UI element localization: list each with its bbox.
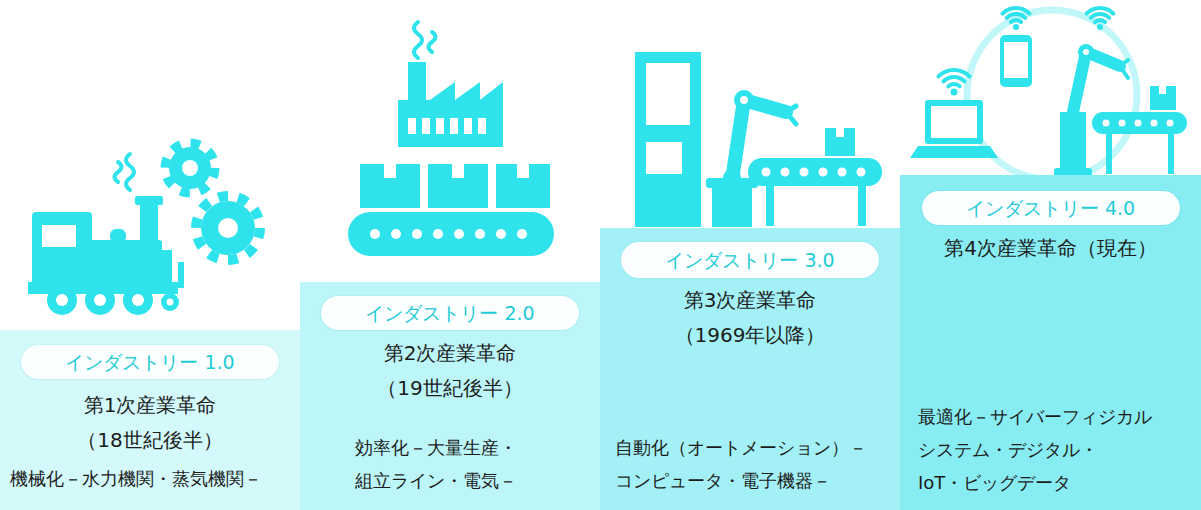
text-line: 第4次産業革命（現在） [900, 231, 1201, 266]
era-panel: 第4次産業革命（現在） 最適化－サイバーフィジカル システム・デジタル・ IoT・… [900, 175, 1201, 510]
era-panel: 第1次産業革命 （18世紀後半） 機械化－水力機関・蒸気機関－ インダストリー 1.… [0, 330, 300, 510]
text-line: （1969年以降） [600, 318, 900, 353]
era-panel: 第3次産業革命 （1969年以降） 自動化（オートメーション）－ コンピュータ・電… [600, 228, 900, 510]
text-line: 第2次産業革命 [300, 336, 600, 371]
gear-icons [165, 143, 260, 260]
text-line: 第1次産業革命 [0, 388, 300, 423]
text-line: 自動化（オートメーション）－ [615, 431, 867, 464]
era-heading: 第1次産業革命 （18世紀後半） [0, 388, 300, 458]
iot-icon [910, 8, 1187, 180]
text-line: システム・デジタル・ [918, 433, 1152, 466]
text-line: コンピュータ・電子機器－ [615, 464, 867, 497]
text-line: （18世紀後半） [0, 423, 300, 458]
text-line: 機械化－水力機関・蒸気機関－ [10, 462, 262, 495]
text-line: 第3次産業革命 [600, 283, 900, 318]
steam-train-icon [28, 154, 184, 315]
text-line: 組立ライン・電気－ [355, 464, 517, 497]
text-line: 効率化－大量生産・ [355, 431, 517, 464]
industry-label: インダストリー 4.0 [966, 196, 1135, 220]
industry-label-pill: インダストリー 4.0 [922, 191, 1180, 225]
industry-label-pill: インダストリー 1.0 [21, 345, 279, 379]
industry-label: インダストリー 1.0 [65, 350, 234, 374]
era-description: 最適化－サイバーフィジカル システム・デジタル・ IoT・ビッグデータ [918, 400, 1152, 499]
industry-label: インダストリー 3.0 [665, 248, 834, 272]
robot-arm-icon [635, 52, 882, 227]
era-description: 機械化－水力機関・蒸気機関－ [10, 462, 262, 495]
factory-conveyor-icon [348, 22, 554, 256]
industry-label: インダストリー 2.0 [365, 301, 534, 325]
text-line: 最適化－サイバーフィジカル [918, 400, 1152, 433]
era-heading: 第2次産業革命 （19世紀後半） [300, 336, 600, 406]
industry-label-pill: インダストリー 2.0 [321, 296, 579, 330]
text-line: （19世紀後半） [300, 371, 600, 406]
era-description: 自動化（オートメーション）－ コンピュータ・電子機器－ [615, 431, 867, 497]
era-description: 効率化－大量生産・ 組立ライン・電気－ [355, 431, 517, 497]
text-line: IoT・ビッグデータ [918, 466, 1152, 499]
era-heading: 第3次産業革命 （1969年以降） [600, 283, 900, 353]
era-panel: 第2次産業革命 （19世紀後半） 効率化－大量生産・ 組立ライン・電気－ インダスト… [300, 282, 600, 510]
industry-label-pill: インダストリー 3.0 [621, 242, 879, 278]
era-heading: 第4次産業革命（現在） [900, 231, 1201, 266]
